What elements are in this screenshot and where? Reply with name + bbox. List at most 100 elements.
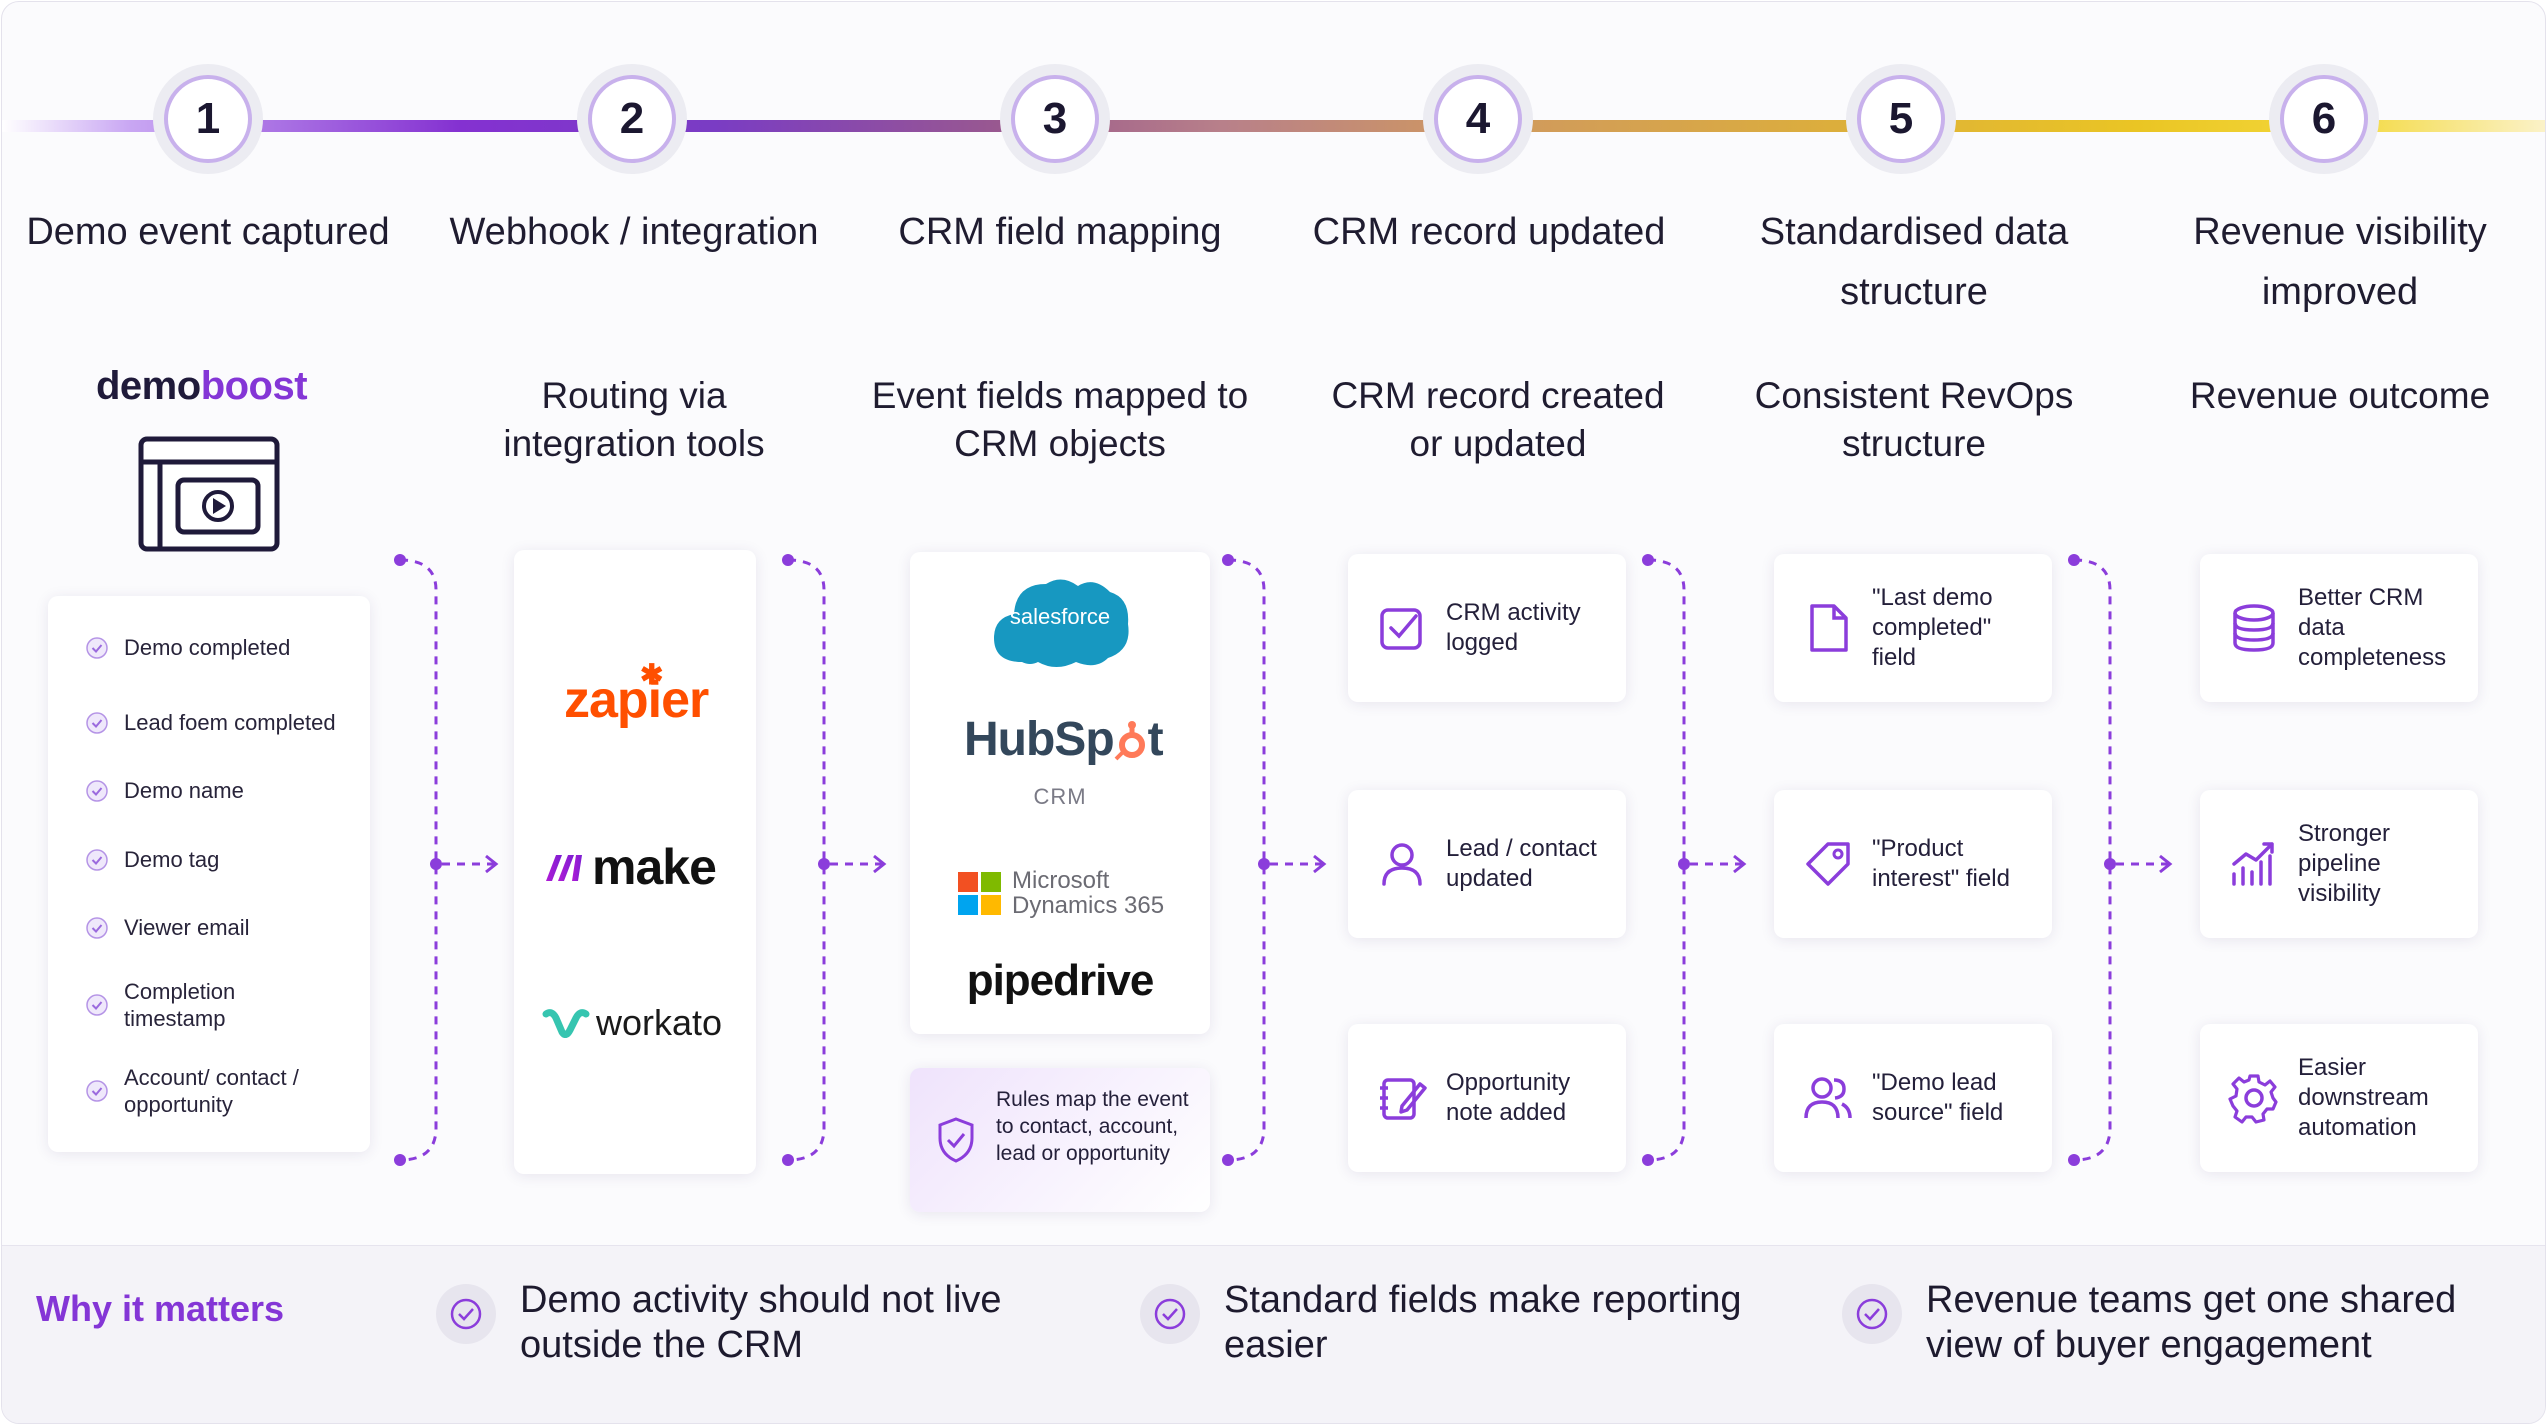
step-circle-1: 1: [153, 64, 263, 174]
list-item: Demo completed: [86, 634, 290, 661]
file-icon: [1810, 604, 1848, 652]
crm-update-card: Opportunity note added: [1348, 1024, 1626, 1172]
step-number: 5: [1857, 75, 1945, 163]
step-subtitle: Revenue outcome: [2189, 375, 2491, 416]
step-number: 4: [1434, 75, 1522, 163]
crm-update-label: Lead / contact updated: [1446, 835, 1597, 892]
zapier-asterisk-icon: ✱: [640, 659, 664, 690]
user-icon: [1382, 843, 1422, 886]
salesforce-cloud-icon: [994, 579, 1129, 667]
field-label: "Demo lead source" field: [1872, 1069, 2004, 1126]
list-item-label: Demo completed: [124, 635, 291, 660]
salesforce-wordmark: salesforce: [1009, 604, 1111, 629]
check-circle-icon: [1140, 1284, 1200, 1344]
workato-mark-icon: [542, 1009, 590, 1038]
step-subtitle: CRM record created or updated: [1331, 375, 1665, 464]
crm-update-card: Lead / contact updated: [1348, 790, 1626, 938]
check-square-icon: [1380, 608, 1422, 650]
why-item-text: Revenue teams get one shared view of buy…: [1926, 1279, 2457, 1366]
why-item-text: Demo activity should not live outside th…: [520, 1279, 1002, 1366]
list-item-label: Account/ contact / opportunity: [124, 1065, 299, 1117]
connector-arrow: [1222, 554, 1327, 1166]
edit-note-icon: [1380, 1078, 1427, 1120]
chart-growth-icon: [2232, 842, 2274, 886]
integrations-card: ✱ zapier make workato: [514, 550, 756, 1174]
hubspot-wordmark: HubSp: [964, 713, 1115, 766]
pipedrive-logo: pipedrive: [966, 956, 1155, 1005]
check-circle-icon: [86, 848, 108, 871]
step-subtitle: Routing via integration tools: [503, 375, 765, 464]
make-wordmark: make: [592, 839, 717, 895]
list-item-label: Viewer email: [124, 915, 250, 940]
crm-update-label: CRM activity logged: [1446, 599, 1581, 656]
step-circle-3: 3: [1000, 64, 1110, 174]
step-title: Webhook / integration: [449, 211, 819, 253]
microsoft-logo-icon: [958, 872, 1001, 915]
field-card: "Last demo completed" field: [1774, 554, 2052, 702]
list-item: Demo name: [86, 777, 244, 804]
demoboost-logo: demoboost: [96, 364, 308, 409]
list-item-label: Completion timestamp: [124, 979, 236, 1031]
field-card: "Demo lead source" field: [1774, 1024, 2052, 1172]
shield-check-icon: [938, 1117, 974, 1163]
outcome-label: Better CRM data completeness: [2298, 584, 2447, 671]
outcome-label: Easier downstream automation: [2298, 1054, 2429, 1141]
step-circle-6: 6: [2269, 64, 2379, 174]
list-item: Viewer email: [86, 914, 250, 941]
make-logo: make: [544, 838, 717, 896]
event-fields-card: Demo completed Lead foem completed Demo …: [48, 596, 370, 1152]
gear-icon: [2228, 1074, 2278, 1124]
step-circle-2: 2: [577, 64, 687, 174]
check-circle-icon: [86, 994, 108, 1016]
field-label: "Last demo completed" field: [1872, 584, 1993, 671]
list-item: Account/ contact / opportunity: [86, 1064, 336, 1118]
list-item-label: Lead foem completed: [124, 710, 336, 735]
list-item: Completion timestamp: [86, 978, 286, 1032]
list-item: Lead foem completed: [86, 709, 336, 736]
workato-logo: workato: [542, 1002, 722, 1044]
workato-wordmark: workato: [596, 1002, 723, 1043]
crm-update-label: Opportunity note added: [1446, 1069, 1571, 1126]
connector-arrow: [782, 554, 887, 1166]
step-subtitle: Consistent RevOps structure: [1754, 375, 2074, 464]
video-window-icon: [138, 436, 280, 552]
microsoft-dynamics-wordmark: Microsoft Dynamics 365: [1012, 868, 1164, 918]
connector-arrow: [394, 554, 499, 1166]
check-circle-icon: [86, 1080, 108, 1102]
field-label: "Product interest" field: [1872, 835, 2010, 892]
list-item-label: Demo name: [124, 778, 244, 803]
rules-note-text: Rules map the event to contact, account,…: [996, 1088, 1189, 1165]
step-title: Demo event captured: [26, 211, 390, 253]
connector-arrow: [1642, 554, 1747, 1166]
microsoft-line-2: Dynamics 365: [1012, 892, 1165, 919]
check-circle-icon: [86, 779, 108, 802]
outcome-card: Stronger pipeline visibility: [2200, 790, 2478, 938]
step-title: Standardised data structure: [1759, 211, 2069, 313]
zapier-logo: ✱ zapier: [564, 659, 709, 730]
step-number: 3: [1011, 75, 1099, 163]
rules-note-card: Rules map the event to contact, account,…: [910, 1068, 1210, 1212]
step-number: 1: [164, 75, 252, 163]
tag-icon: [1806, 842, 1850, 886]
step-title: CRM field mapping: [898, 211, 1222, 253]
check-circle-icon: [86, 636, 108, 659]
logo-part-demo: demo: [96, 364, 201, 408]
progress-track: [2, 120, 2545, 132]
step-circle-4: 4: [1423, 64, 1533, 174]
why-title: Why it matters: [36, 1288, 285, 1329]
make-mark-icon: [546, 855, 582, 881]
check-circle-icon: [1842, 1284, 1902, 1344]
hubspot-crm-label: CRM: [1033, 784, 1087, 809]
field-card: "Product interest" field: [1774, 790, 2052, 938]
step-subtitle: Event fields mapped to CRM objects: [871, 375, 1249, 464]
logo-part-boost: boost: [200, 364, 308, 408]
outcome-card: Easier downstream automation: [2200, 1024, 2478, 1172]
list-item: Demo tag: [86, 846, 219, 873]
microsoft-line-1: Microsoft: [1012, 867, 1110, 894]
step-title: CRM record updated: [1312, 211, 1666, 253]
hubspot-wordmark-end: t: [1147, 713, 1164, 766]
users-icon: [1804, 1077, 1852, 1119]
